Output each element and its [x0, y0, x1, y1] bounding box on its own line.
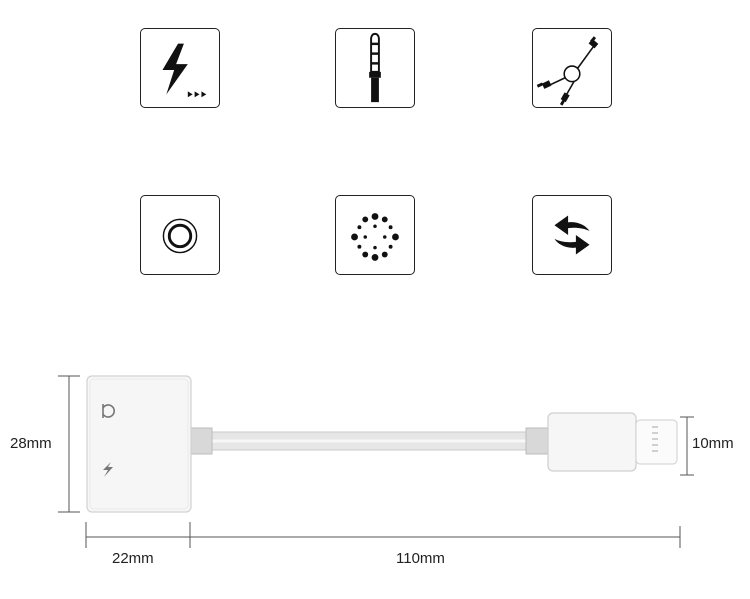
headphone-port-icon: [162, 218, 198, 254]
dot-ring-icon-tile: [335, 195, 415, 275]
lightning-plug: [547, 412, 678, 472]
plug-height-dimension: [680, 416, 694, 476]
adapter-body: [86, 375, 192, 513]
fast-charge-icon-tile: [140, 28, 220, 108]
bidirectional-arrows-icon-tile: [532, 195, 612, 275]
height-label: 28mm: [10, 435, 52, 452]
headphone-port-icon-tile: [140, 195, 220, 275]
cable-length-label: 110mm: [396, 550, 445, 567]
splitter-cable-icon-tile: [532, 28, 612, 108]
charge-symbol-icon: [103, 462, 113, 477]
audio-jack-plug-icon: [369, 32, 381, 103]
cable: [187, 427, 551, 455]
headphone-symbol-icon: [102, 404, 115, 418]
fast-charge-icon: [162, 43, 207, 98]
plug-height-label: 10mm: [692, 435, 734, 452]
audio-jack-plug-icon-tile: [335, 28, 415, 108]
splitter-cable-icon: [536, 36, 599, 106]
product-dimension-diagram: 28mm 10mm 22mm 110mm: [10, 375, 734, 567]
body-width-label: 22mm: [112, 550, 154, 567]
dot-ring-icon: [351, 213, 399, 261]
width-dimensions: [85, 522, 681, 548]
height-dimension: [58, 375, 80, 513]
bidirectional-arrows-icon: [554, 215, 590, 255]
